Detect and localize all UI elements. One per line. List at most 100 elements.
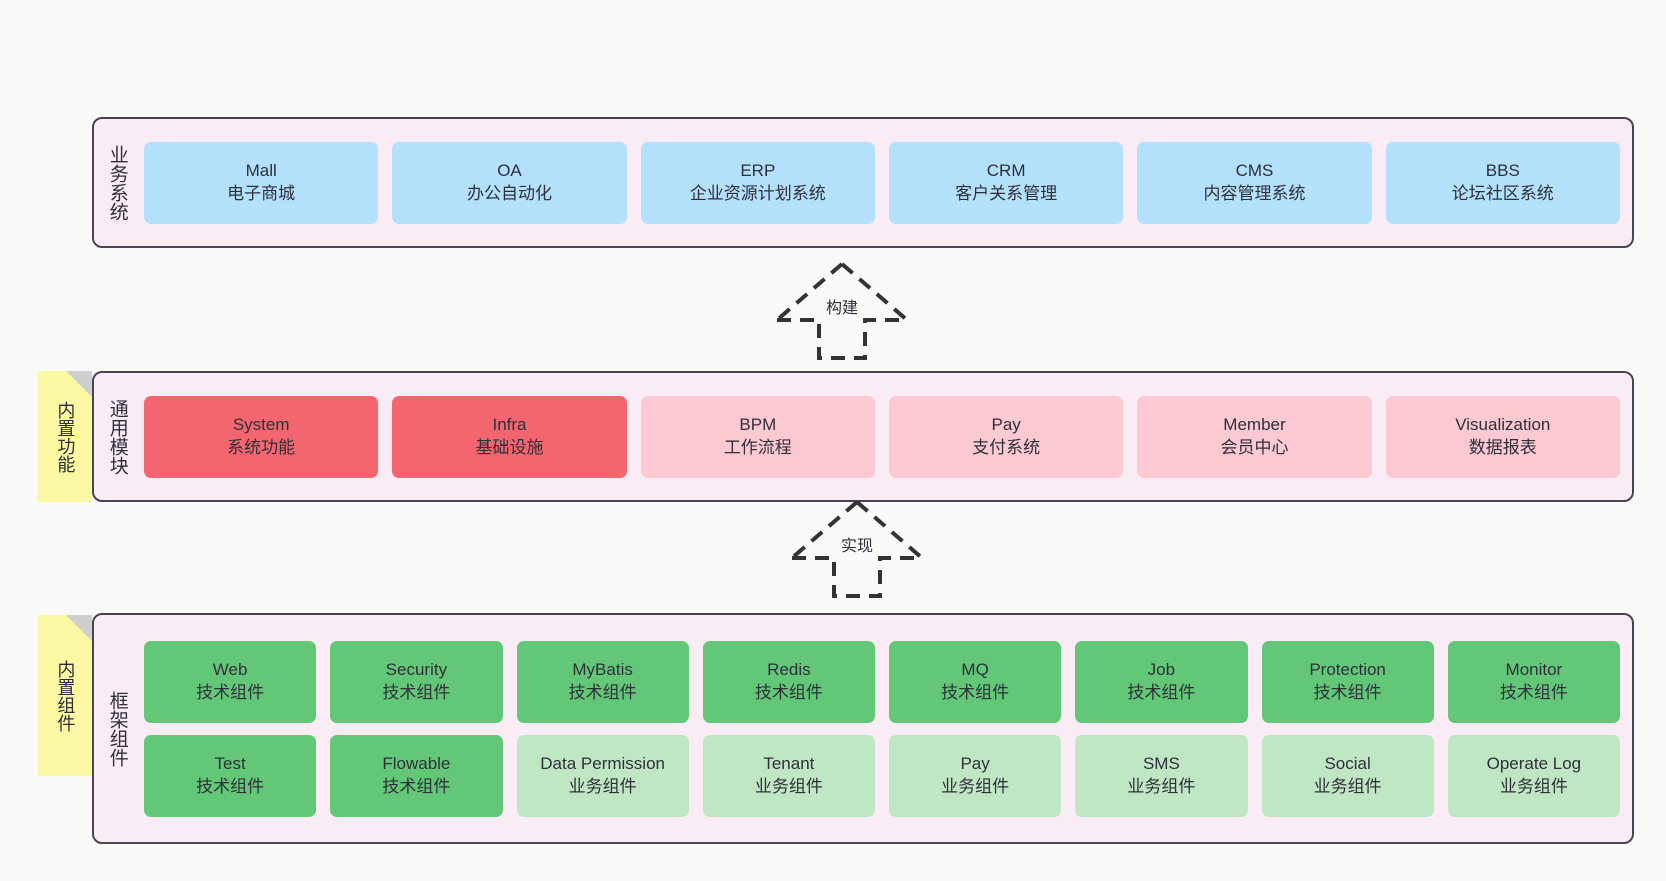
component-name: Social xyxy=(1324,754,1371,774)
component-name: Operate Log xyxy=(1486,754,1582,774)
component-desc: 会员中心 xyxy=(1220,437,1289,457)
component-desc: 业务组件 xyxy=(754,776,823,796)
component-desc: 支付系统 xyxy=(972,437,1041,457)
component-desc: 办公自动化 xyxy=(466,183,552,203)
component-desc: 业务组件 xyxy=(1499,776,1568,796)
component-name: Tenant xyxy=(763,754,815,774)
component-name: SMS xyxy=(1142,754,1180,774)
component-name: Protection xyxy=(1309,660,1386,680)
component-desc: 技术组件 xyxy=(196,682,265,702)
component-desc: 业务组件 xyxy=(568,776,637,796)
component-name: Flowable xyxy=(382,754,451,774)
component-name: Member xyxy=(1223,415,1286,435)
sticky-builtin-component: 内置组件 xyxy=(38,615,92,776)
arrow-realize: 实现 xyxy=(772,496,942,601)
component-desc: 业务组件 xyxy=(1313,776,1382,796)
component-desc: 技术组件 xyxy=(568,682,637,702)
component-name: Data Permission xyxy=(540,754,665,774)
component-name: MQ xyxy=(961,660,989,680)
component-desc: 系统功能 xyxy=(227,437,296,457)
component-name: System xyxy=(232,415,290,435)
panel-common-modules-title: 通用模块 xyxy=(106,398,128,475)
component-name: Job xyxy=(1147,660,1176,680)
component-name: OA xyxy=(497,161,522,181)
component-desc: 技术组件 xyxy=(196,776,265,796)
component-desc: 数据报表 xyxy=(1468,437,1537,457)
component-name: Pay xyxy=(991,415,1021,435)
component-desc: 业务组件 xyxy=(1127,776,1196,796)
component-desc: 客户关系管理 xyxy=(955,183,1058,203)
component-desc: 技术组件 xyxy=(754,682,823,702)
component-name: CMS xyxy=(1235,161,1274,181)
panel-framework-components-title: 框架组件 xyxy=(106,690,128,767)
component-desc: 技术组件 xyxy=(1313,682,1382,702)
component-desc: 电子商城 xyxy=(227,183,296,203)
component-desc: 业务组件 xyxy=(941,776,1010,796)
component-desc: 工作流程 xyxy=(723,437,792,457)
component-name: Visualization xyxy=(1455,415,1551,435)
component-name: MyBatis xyxy=(572,660,633,680)
component-desc: 论坛社区系统 xyxy=(1451,183,1554,203)
panel-business-system-title: 业务系统 xyxy=(106,144,128,221)
component-name: Web xyxy=(212,660,248,680)
component-name: CRM xyxy=(986,161,1026,181)
component-name: Security xyxy=(385,660,448,680)
component-desc: 基础设施 xyxy=(475,437,544,457)
component-desc: 技术组件 xyxy=(1127,682,1196,702)
component-name: BBS xyxy=(1485,161,1520,181)
component-desc: 技术组件 xyxy=(1499,682,1568,702)
arrow-build: 构建 xyxy=(757,258,927,363)
component-name: Redis xyxy=(767,660,811,680)
component-desc: 内容管理系统 xyxy=(1203,183,1306,203)
component-name: ERP xyxy=(740,161,776,181)
sticky-builtin-function: 内置功能 xyxy=(38,371,92,502)
component-desc: 企业资源计划系统 xyxy=(689,183,826,203)
component-desc: 技术组件 xyxy=(382,776,451,796)
component-name: Mall xyxy=(245,161,277,181)
component-name: Test xyxy=(214,754,246,774)
component-name: Infra xyxy=(492,415,527,435)
component-name: BPM xyxy=(739,415,777,435)
component-desc: 技术组件 xyxy=(941,682,1010,702)
component-name: Pay xyxy=(960,754,990,774)
